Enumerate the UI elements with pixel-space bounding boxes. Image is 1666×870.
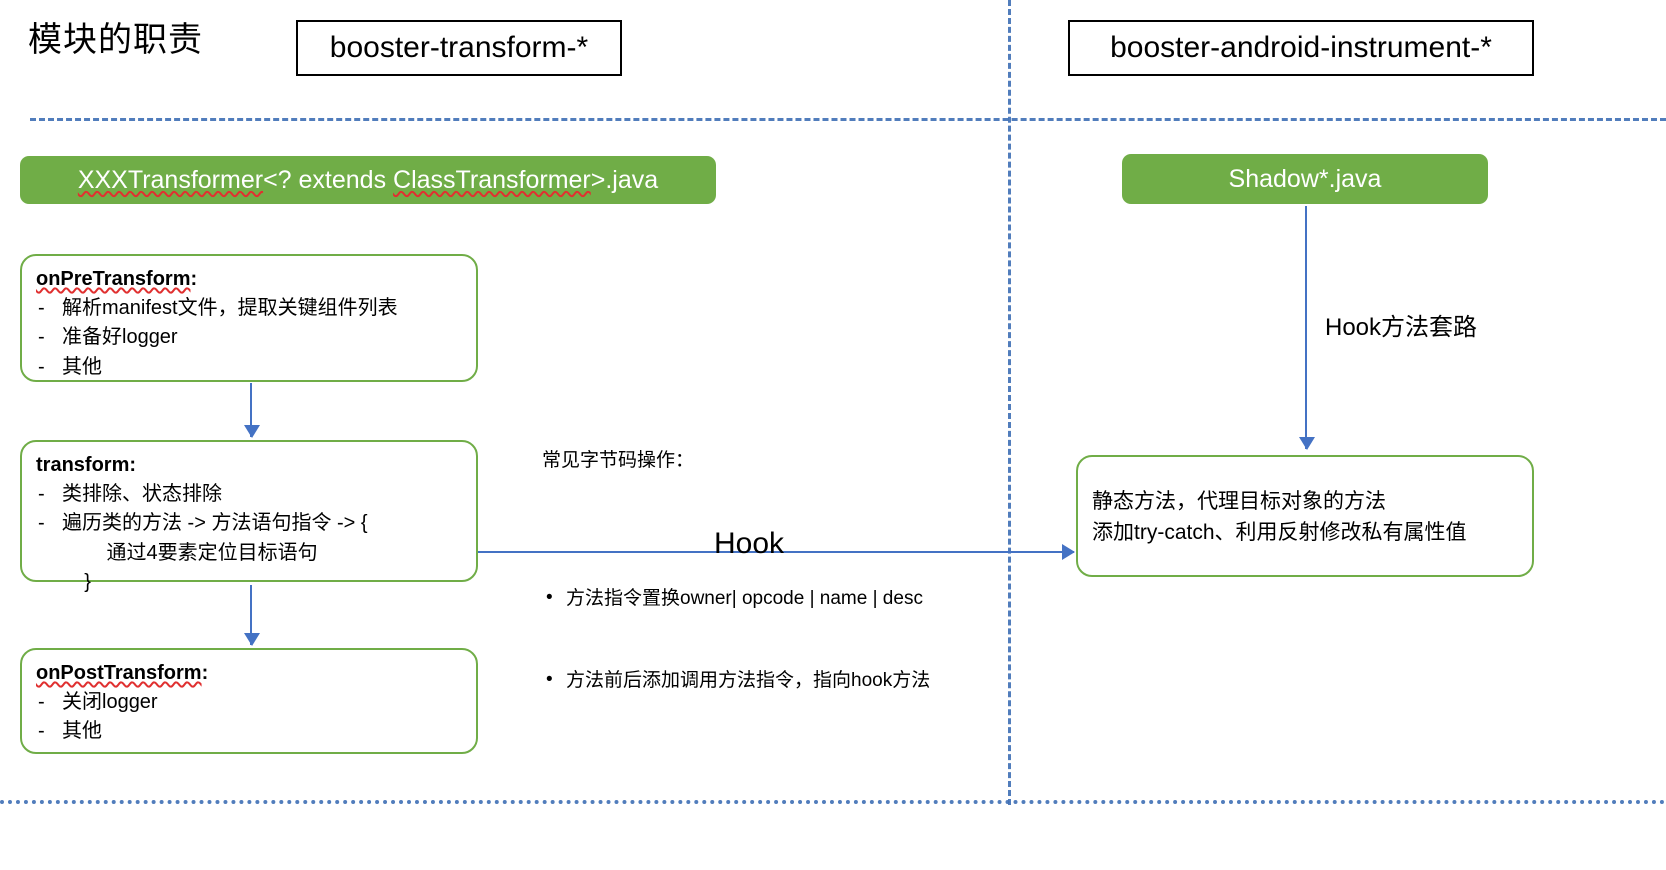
- class-transformer-highlight: ClassTransformer: [393, 165, 591, 194]
- list-item: -其他: [36, 354, 462, 381]
- card-on-pre-transform-title-text: onPreTransform: [36, 268, 191, 290]
- card-static-method-lines: 静态方法，代理目标对象的方法 添加try-catch、利用反射修改私有属性值: [1092, 486, 1467, 549]
- class-transformer-bar: XXXTransformer<? extends ClassTransforme…: [20, 156, 716, 204]
- dash-marker: -: [38, 355, 45, 378]
- list-item: -其他: [36, 718, 462, 745]
- card-transform-list: -类排除、状态排除 -遍历类的方法 -> 方法语句指令 -> { 通过4要素定位…: [36, 481, 462, 596]
- card-transform: transform: -类排除、状态排除 -遍历类的方法 -> 方法语句指令 -…: [20, 440, 478, 593]
- arrow-head-icon: [1062, 544, 1075, 560]
- dash-marker: -: [38, 483, 45, 506]
- list-item: -解析manifest文件，提取关键组件列表: [36, 295, 462, 322]
- card-on-pre-transform-list: -解析manifest文件，提取关键组件列表 -准备好logger -其他: [36, 295, 462, 381]
- list-item: -类排除、状态排除: [36, 481, 462, 508]
- bytecode-note-title: 常见字节码操作：: [542, 450, 695, 472]
- arrow-shaft: [250, 383, 252, 437]
- card-on-pre-transform: onPreTransform: -解析manifest文件，提取关键组件列表 -…: [20, 254, 478, 382]
- arrow-head-icon: [244, 425, 260, 438]
- dashed-divider-top: [30, 118, 1666, 121]
- list-item-label: 解析manifest文件，提取关键组件列表: [62, 297, 398, 320]
- arrow-head-icon: [244, 633, 260, 646]
- list-item-continuation: 通过4要素定位目标语句: [36, 540, 462, 567]
- list-item: -准备好logger: [36, 324, 462, 351]
- module-box-instrument-label: booster-android-instrument-*: [1110, 31, 1492, 64]
- bullet-icon: •: [546, 586, 553, 608]
- class-transformer-suffix: >.java: [590, 165, 659, 194]
- dash-marker: -: [38, 512, 45, 535]
- hook-method-label: Hook方法套路: [1325, 314, 1478, 341]
- list-item-label: 其他: [62, 720, 102, 743]
- card-static-method-line: 静态方法，代理目标对象的方法: [1092, 489, 1386, 513]
- list-item: -关闭logger: [36, 689, 462, 716]
- card-on-post-transform-title: onPostTransform:: [36, 660, 208, 687]
- card-transform-title: transform:: [36, 452, 136, 479]
- list-item-label: 其他: [62, 355, 102, 378]
- card-on-post-transform-colon: :: [201, 662, 209, 684]
- bytecode-note-list: • 方法指令置换owner| opcode | name | desc • 方法前后…: [542, 530, 1002, 750]
- dash-marker: -: [38, 297, 45, 320]
- class-transformer-bar-label: XXXTransformer<? extends ClassTransforme…: [78, 166, 658, 195]
- page-title: 模块的职责: [28, 21, 203, 59]
- card-on-post-transform: onPostTransform: -关闭logger -其他: [20, 648, 478, 754]
- card-on-pre-transform-colon: :: [190, 268, 198, 290]
- module-box-transform: booster-transform-*: [296, 20, 622, 76]
- list-item: • 方法指令置换owner| opcode | name | desc: [542, 585, 1002, 613]
- module-box-transform-label: booster-transform-*: [329, 31, 589, 64]
- arrow-shaft: [250, 585, 252, 645]
- list-item-label: 方法前后添加调用方法指令，指向hook方法: [566, 670, 931, 692]
- shadow-java-bar-label: Shadow*.java: [1228, 164, 1382, 193]
- card-transform-colon: :: [129, 454, 137, 476]
- list-item: -遍历类的方法 -> 方法语句指令 -> {: [36, 510, 462, 537]
- dashed-divider-vertical: [1008, 0, 1011, 805]
- arrow-shaft: [478, 551, 1074, 553]
- hook-label: Hook: [714, 527, 785, 560]
- list-item-label: 遍历类的方法 -> 方法语句指令 -> {: [62, 512, 368, 535]
- dashed-divider-bottom: [0, 800, 1666, 804]
- arrow-head-icon: [1299, 437, 1315, 450]
- arrow-shaft: [1305, 206, 1307, 449]
- card-static-method: 静态方法，代理目标对象的方法 添加try-catch、利用反射修改私有属性值: [1076, 455, 1534, 577]
- card-on-pre-transform-title: onPreTransform:: [36, 266, 197, 293]
- card-static-method-line: 添加try-catch、利用反射修改私有属性值: [1092, 521, 1467, 544]
- list-item-label: }: [62, 570, 91, 593]
- shadow-java-bar: Shadow*.java: [1122, 154, 1488, 204]
- list-item-label: 类排除、状态排除: [62, 483, 222, 506]
- dash-marker: -: [38, 720, 45, 743]
- dash-marker: -: [38, 326, 45, 349]
- module-box-instrument: booster-android-instrument-*: [1068, 20, 1534, 76]
- card-transform-title-text: transform: [36, 454, 130, 476]
- list-item-label: 准备好logger: [62, 326, 178, 349]
- list-item: • 方法前后添加调用方法指令，指向hook方法: [542, 667, 1002, 695]
- class-transformer-middle: <? extends: [263, 165, 394, 194]
- class-transformer-prefix: XXXTransformer: [77, 165, 264, 194]
- list-item-continuation: }: [36, 569, 462, 596]
- card-on-post-transform-list: -关闭logger -其他: [36, 689, 462, 745]
- dash-marker: -: [38, 691, 45, 714]
- bullet-icon: •: [546, 669, 553, 691]
- list-item-label: 关闭logger: [62, 691, 158, 714]
- list-item-label: 方法指令置换owner| opcode | name | desc: [566, 587, 923, 609]
- bytecode-operations-note: 常见字节码操作： • 方法指令置换owner| opcode | name | d…: [542, 392, 1002, 805]
- card-on-post-transform-title-text: onPostTransform: [36, 662, 202, 684]
- list-item-label: 通过4要素定位目标语句: [62, 541, 318, 564]
